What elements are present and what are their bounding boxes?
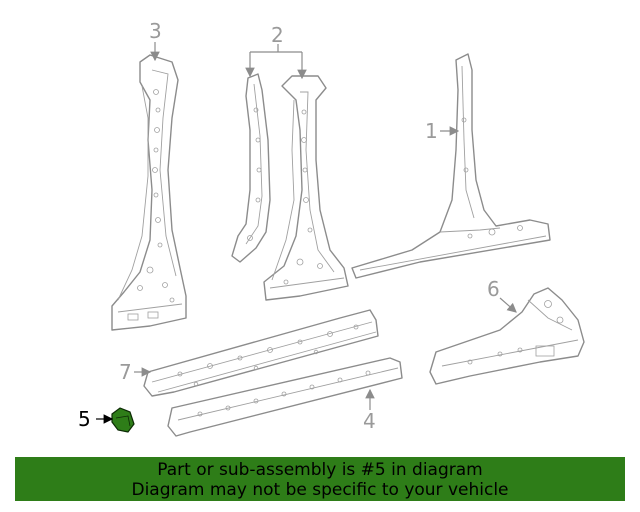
part-2-center-pillar[interactable] — [231, 73, 349, 301]
notice-line-1: Part or sub-assembly is #5 in diagram — [157, 460, 483, 480]
callout-1: 1 — [425, 119, 438, 143]
callout-4: 4 — [363, 409, 376, 433]
callout-3: 3 — [149, 19, 162, 43]
leader-6 — [499, 297, 517, 313]
part-4-rocker-reinforcement[interactable] — [167, 357, 403, 437]
part-7-rocker-inner[interactable] — [143, 309, 379, 397]
callout-5: 5 — [78, 407, 91, 431]
callout-7: 7 — [119, 360, 132, 384]
notice-line-2: Diagram may not be specific to your vehi… — [131, 480, 509, 500]
parts-diagram: 3 2 1 6 7 4 5 — [78, 19, 585, 437]
callout-6: 6 — [487, 277, 500, 301]
part-6-quarter-inner[interactable] — [429, 287, 585, 385]
callout-2: 2 — [271, 23, 284, 47]
part-1-side-outer-panel[interactable] — [351, 53, 551, 279]
part-5-bracket[interactable] — [111, 407, 135, 433]
part-3-front-pillar[interactable] — [111, 54, 187, 331]
fitment-notice-banner: Part or sub-assembly is #5 in diagram Di… — [15, 457, 625, 501]
